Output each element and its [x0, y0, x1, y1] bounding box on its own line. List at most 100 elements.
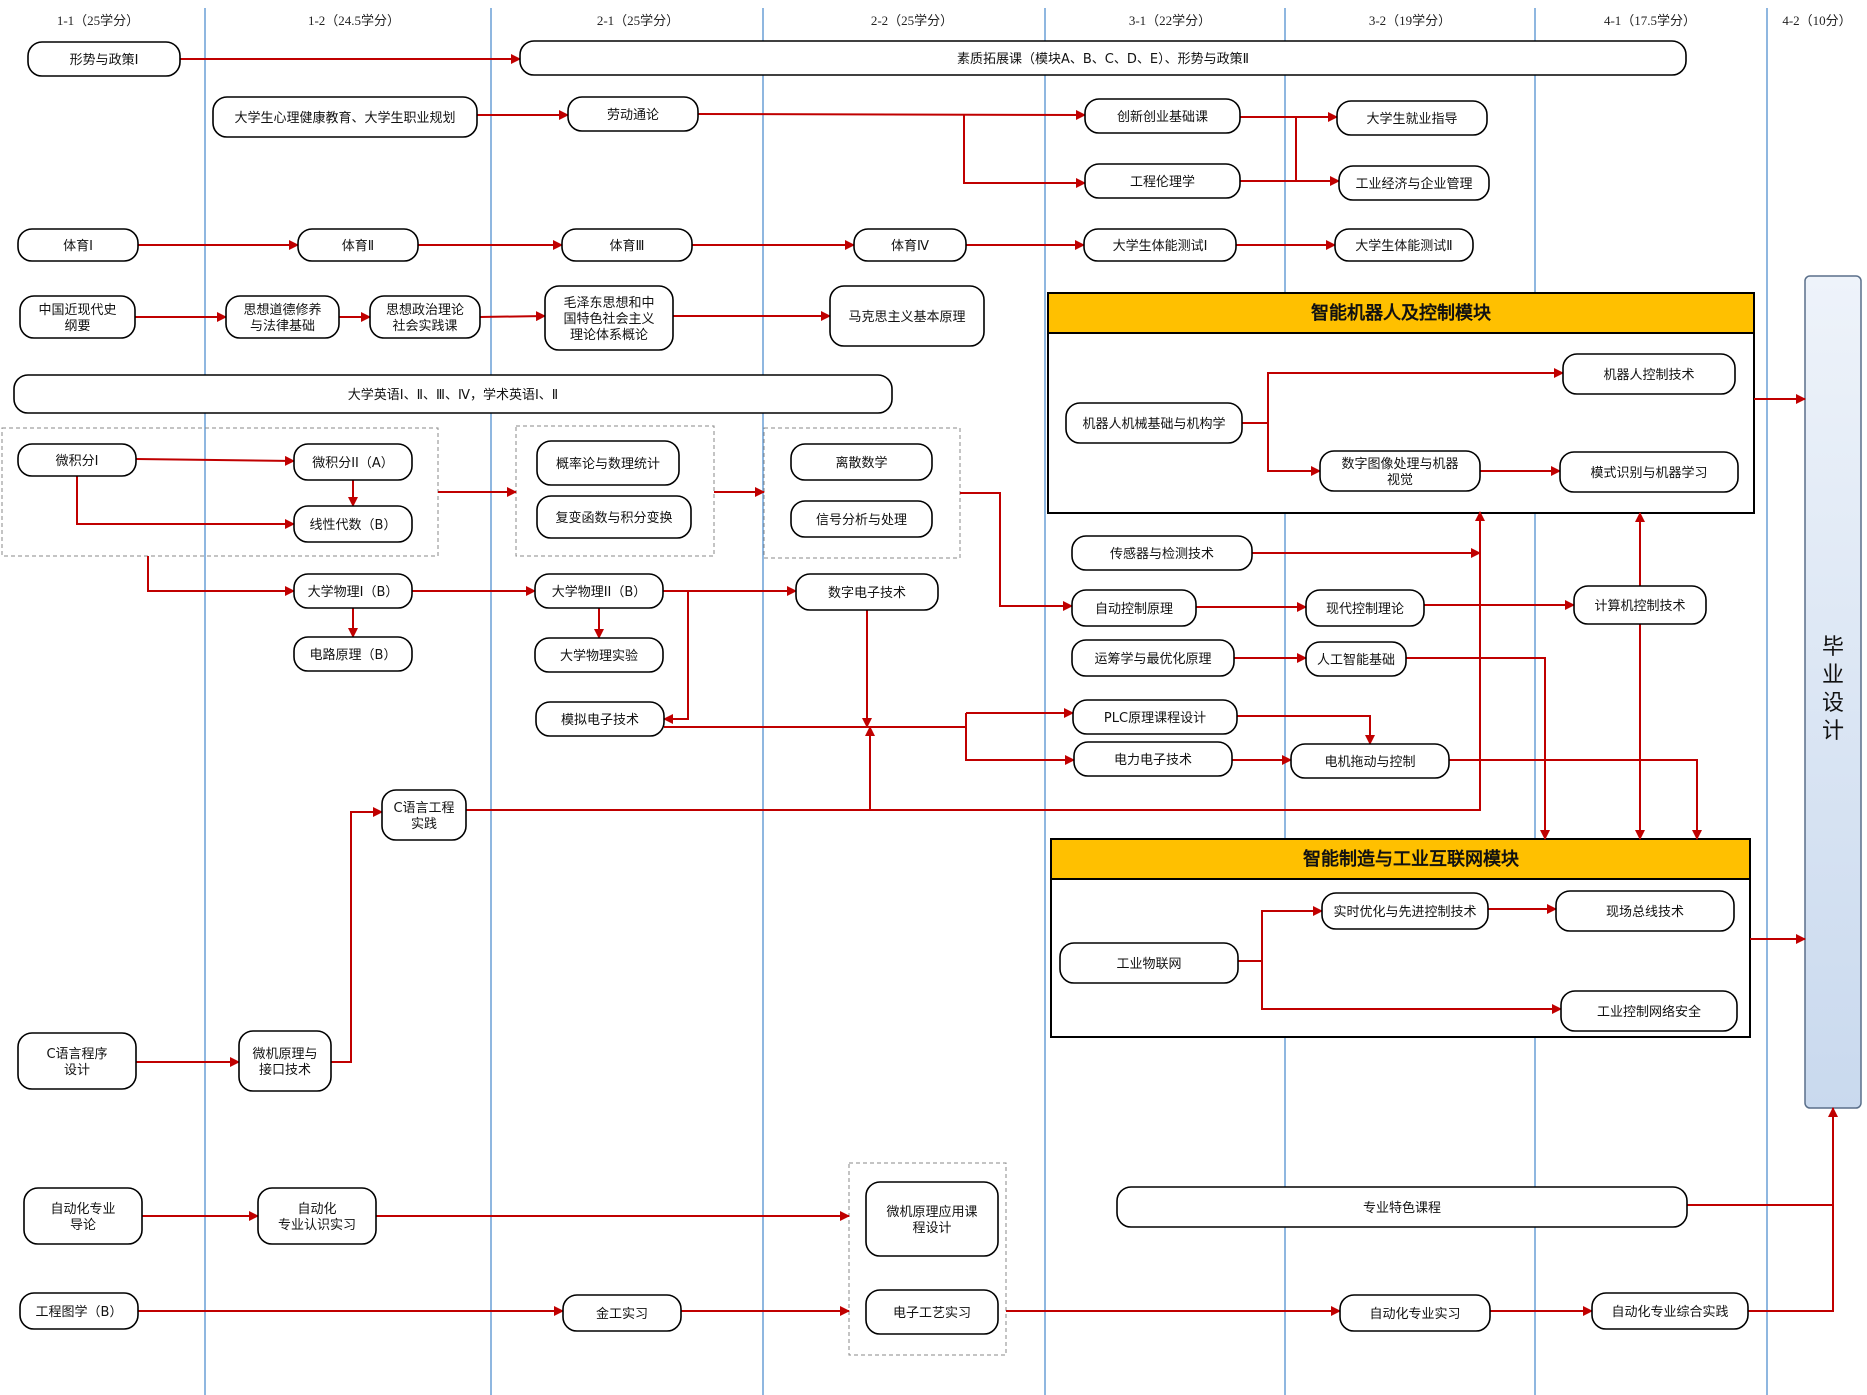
course-box	[534, 573, 664, 609]
course-label: 思想道德修养	[243, 302, 321, 318]
course-tncs1: 大学生体能测试Ⅰ	[1083, 228, 1237, 262]
course-box	[1073, 741, 1233, 777]
course-wlsy: 大学物理实验	[534, 637, 664, 673]
course-box	[13, 374, 893, 414]
arrow	[965, 713, 1075, 765]
course-label: C语言程序	[46, 1047, 107, 1062]
course-wl2: 大学物理ⅠⅠ（B）	[534, 573, 664, 609]
course-box	[1071, 535, 1253, 571]
course-jsjkz: 计算机控制技术	[1573, 585, 1707, 625]
course-box	[562, 1294, 682, 1332]
semester-header: 3-1（22学分）	[1129, 13, 1211, 28]
semester-header: 4-2（10分）	[1782, 13, 1851, 28]
course-box	[1116, 1186, 1688, 1228]
semester-headers: 1-1（25学分）1-2（24.5学分）2-1（25学分）2-2（25学分）3-…	[57, 13, 1852, 28]
course-label: 体育Ⅳ	[891, 238, 929, 254]
course-box	[369, 295, 481, 339]
course-label: 工业经济与企业管理	[1355, 176, 1472, 192]
arrow	[1242, 368, 1564, 424]
course-label: 现场总线技术	[1606, 905, 1684, 920]
arrow	[479, 311, 546, 322]
course-label: 实践	[411, 817, 437, 832]
course-label: 思想政治理论	[386, 302, 464, 318]
course-label: 大学英语Ⅰ、Ⅱ、Ⅲ、Ⅳ，学术英语Ⅰ、Ⅱ	[348, 387, 558, 403]
course-label: 形势与政策Ⅰ	[70, 52, 139, 68]
course-box	[1083, 228, 1237, 262]
course-label: 复变函数与积分变换	[555, 510, 672, 526]
course-box	[293, 573, 413, 609]
arrow	[1267, 423, 1321, 476]
graduation-char: 计	[1822, 719, 1844, 744]
course-jqrjx: 机器人机械基础与机构学	[1065, 402, 1243, 444]
course-box	[27, 41, 181, 77]
arrow	[135, 455, 295, 466]
course-box	[19, 1292, 139, 1330]
course-label: 模拟电子技术	[561, 713, 639, 728]
course-box	[1059, 942, 1239, 984]
course-box	[853, 228, 967, 262]
course-zysx: 自动化专业实习	[1339, 1294, 1491, 1332]
course-box	[212, 96, 478, 138]
course-label: 程设计	[912, 1221, 951, 1236]
course-jqrkz: 机器人控制技术	[1562, 353, 1736, 395]
course-mkszy: 马克思主义基本原理	[829, 285, 985, 347]
course-lssx: 离散数学	[790, 443, 933, 481]
course-msfb: 模式识别与机器学习	[1559, 451, 1739, 493]
course-label: 中国近现代史	[38, 303, 116, 318]
course-box	[561, 228, 693, 262]
course-label: 自动化专业综合实践	[1611, 1305, 1728, 1320]
course-box	[17, 443, 137, 477]
course-label: 素质拓展课（模块A、B、C、D、E）、形势与政策Ⅱ	[957, 51, 1249, 67]
course-tncs2: 大学生体能测试Ⅱ	[1334, 228, 1474, 262]
course-label: 社会实践课	[392, 318, 457, 334]
course-label: 专业特色课程	[1363, 1200, 1441, 1216]
arrow	[1748, 1107, 1838, 1312]
course-box	[1072, 699, 1238, 735]
course-label: 体育Ⅱ	[342, 238, 374, 254]
course-szdz: 数字电子技术	[795, 573, 939, 611]
course-box	[1334, 228, 1474, 262]
course-label: 电力电子技术	[1114, 753, 1192, 768]
course-label: 创新创业基础课	[1117, 109, 1208, 125]
course-jgsx: 金工实习	[562, 1294, 682, 1332]
course-label: 数字电子技术	[828, 586, 906, 601]
course-box	[1084, 98, 1241, 134]
manufacturing-module-title: 智能制造与工业互联网模块	[1303, 848, 1520, 870]
course-label: 实时优化与先进控制技术	[1333, 905, 1476, 920]
course-label: 毛泽东思想和中	[563, 295, 654, 311]
course-box	[534, 637, 664, 673]
course-plc: PLC原理课程设计	[1072, 699, 1238, 735]
course-gyjj: 工业经济与企业管理	[1338, 165, 1490, 201]
course-label: 自动化	[297, 1202, 336, 1217]
course-label: 大学生体能测试Ⅱ	[1355, 238, 1452, 254]
course-xszc1: 形势与政策Ⅰ	[27, 41, 181, 77]
course-box	[535, 701, 665, 737]
course-dlyl: 电路原理（B）	[293, 636, 413, 672]
course-ycx: 运筹学与最优化原理	[1071, 639, 1235, 677]
course-label: 马克思主义基本原理	[848, 310, 965, 325]
course-box	[1084, 163, 1241, 199]
course-label: 工业控制网络安全	[1597, 1004, 1701, 1020]
course-label: 体育Ⅰ	[63, 238, 93, 254]
course-label: 导论	[70, 1218, 96, 1233]
course-label: 理论体系概论	[570, 328, 648, 343]
course-box	[1071, 589, 1197, 627]
semester-header: 1-2（24.5学分）	[308, 13, 400, 28]
course-label: 大学物理Ⅰ（B）	[308, 584, 399, 600]
arrow	[331, 807, 383, 1063]
course-box	[1319, 450, 1481, 492]
course-szkz: 素质拓展课（模块A、B、C、D、E）、形势与政策Ⅱ	[519, 40, 1687, 76]
course-gykz: 工业控制网络安全	[1560, 990, 1738, 1032]
course-zdkz: 自动控制原理	[1071, 589, 1197, 627]
semester-header: 2-1（25学分）	[597, 13, 679, 28]
arrow	[466, 511, 1485, 811]
course-box	[536, 440, 680, 486]
